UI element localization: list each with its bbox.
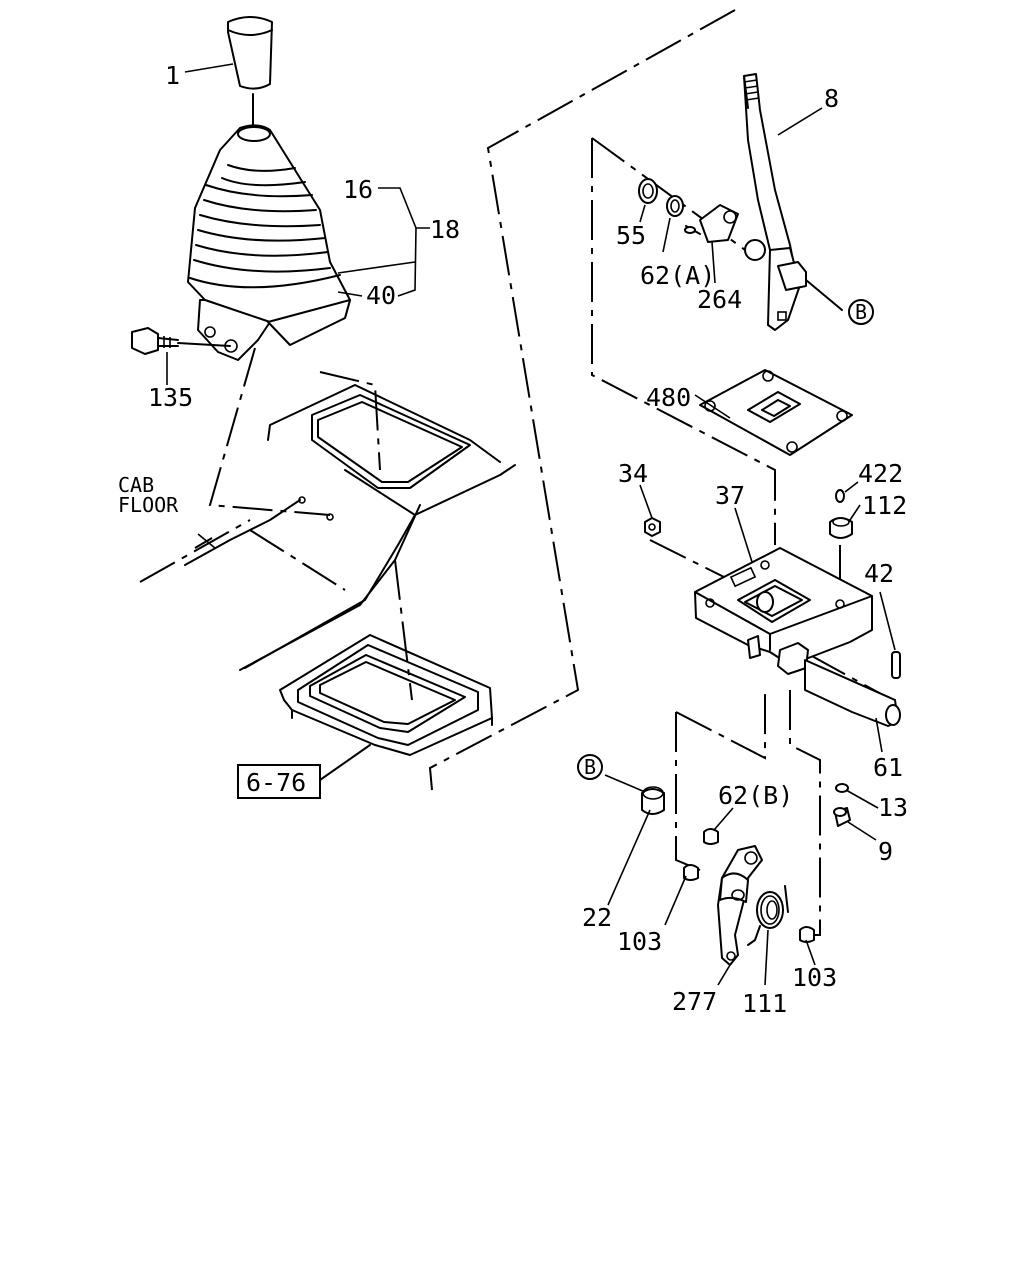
label-277: 277	[672, 987, 717, 1016]
label-112: 112	[862, 491, 907, 520]
shaft-61	[804, 659, 901, 727]
label-40: 40	[366, 281, 396, 310]
bushing-103b	[799, 926, 815, 943]
label-480: 480	[646, 383, 691, 412]
label-22: 22	[582, 903, 612, 932]
bushing-62b	[703, 828, 719, 845]
shift-knob	[227, 16, 273, 129]
label-111: 111	[742, 989, 787, 1018]
label-62b: 62(B)	[718, 781, 793, 810]
part-labels: 1 8 16 18 40 135 55 62(A) 264 480 34 37 …	[118, 61, 908, 1018]
bushing-22	[641, 786, 665, 815]
label-34: 34	[618, 459, 648, 488]
bracket-277	[717, 845, 763, 966]
label-floor: FLOOR	[118, 493, 179, 517]
label-62a: 62(A)	[640, 261, 715, 290]
label-ref-6-76: 6-76	[246, 768, 306, 797]
svg-text:B: B	[855, 300, 867, 324]
ref-box	[237, 764, 321, 799]
washer-55	[638, 178, 658, 204]
marker-b-2: B	[577, 754, 603, 780]
label-37: 37	[715, 481, 745, 510]
label-8: 8	[824, 84, 839, 113]
label-1: 1	[165, 61, 180, 90]
label-135: 135	[148, 383, 193, 412]
label-264: 264	[697, 285, 742, 314]
label-422: 422	[858, 459, 903, 488]
label-103a: 103	[617, 927, 662, 956]
label-61: 61	[873, 753, 903, 782]
spring-111	[747, 885, 789, 946]
screw-9	[833, 807, 851, 827]
gasket-480	[699, 369, 853, 456]
nut-34	[644, 517, 661, 537]
housing-37	[694, 547, 873, 675]
grommet-112	[829, 517, 853, 539]
shift-lever	[743, 73, 843, 331]
bolt-135	[131, 327, 231, 355]
marker-b-1: B	[848, 299, 874, 325]
bushing-62a	[666, 195, 684, 217]
leader-lines	[166, 63, 896, 986]
label-16: 16	[343, 175, 373, 204]
label-18: 18	[430, 215, 460, 244]
bushing-103a	[683, 864, 699, 881]
cab-floor	[139, 384, 516, 671]
label-42: 42	[864, 559, 894, 588]
label-9: 9	[878, 837, 893, 866]
bracket-264	[684, 204, 739, 243]
floor-plate	[279, 634, 493, 756]
shift-boot	[187, 124, 351, 361]
pin-42	[891, 651, 901, 679]
washer-13	[835, 783, 849, 793]
bushing-422	[835, 489, 845, 503]
svg-text:B: B	[584, 755, 596, 779]
label-55: 55	[616, 221, 646, 250]
label-cab: CAB	[118, 473, 154, 497]
label-13: 13	[878, 793, 908, 822]
label-103b: 103	[792, 963, 837, 992]
assembly-outline	[208, 9, 893, 936]
